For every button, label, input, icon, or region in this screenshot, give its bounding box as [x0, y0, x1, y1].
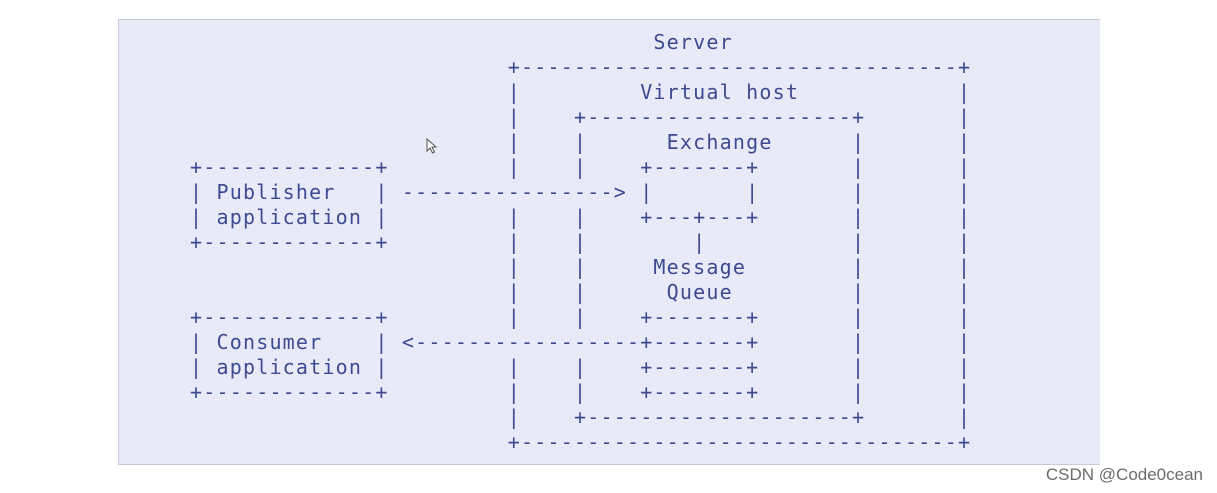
mouse-cursor-icon — [426, 138, 438, 154]
csdn-watermark: CSDN @Code0cean — [1045, 465, 1203, 484]
ascii-architecture-diagram: Server +--------------------------------… — [190, 30, 972, 454]
diagram-panel — [118, 19, 1100, 465]
